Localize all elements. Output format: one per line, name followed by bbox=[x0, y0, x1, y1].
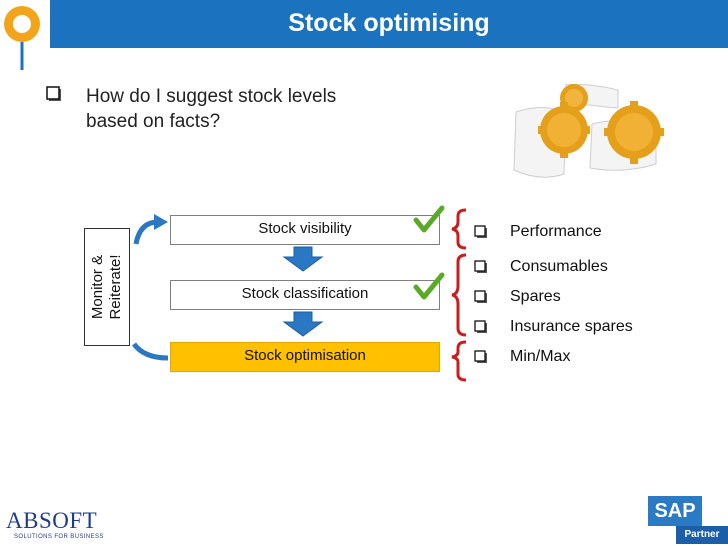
stock-optimisation-label: Stock optimisation bbox=[244, 347, 366, 364]
down-arrow-icon bbox=[282, 311, 324, 337]
page-title: Stock optimising bbox=[288, 9, 490, 37]
absoft-logo-tagline: SOLUTIONS FOR BUSINESS bbox=[14, 534, 104, 540]
down-arrow-icon bbox=[282, 246, 324, 272]
checklist-label: Performance bbox=[510, 223, 602, 240]
checklist-label: Insurance spares bbox=[510, 318, 633, 335]
checkbox-icon bbox=[474, 350, 487, 363]
checkbox-icon bbox=[474, 320, 487, 333]
sap-logo-name: SAP bbox=[648, 496, 702, 526]
bracket-icon bbox=[451, 208, 467, 250]
stock-classification-label: Stock classification bbox=[241, 285, 369, 302]
gears-diagram bbox=[513, 84, 664, 178]
checkbox-icon bbox=[474, 225, 487, 238]
monitor-box: Monitor & Reiterate! bbox=[84, 228, 130, 346]
checkmark-icon bbox=[413, 272, 445, 300]
stock-optimisation-box: Stock optimisation bbox=[170, 342, 440, 372]
checkmark-icon bbox=[413, 205, 445, 233]
stock-classification-box: Stock classification bbox=[170, 280, 440, 310]
bracket-icon bbox=[451, 340, 467, 382]
checkbox-icon bbox=[474, 260, 487, 273]
checklist-label: Min/Max bbox=[510, 348, 571, 365]
sap-partner-logo: SAP Partner bbox=[648, 496, 728, 546]
checkbox-icon bbox=[46, 86, 61, 101]
stock-visibility-box: Stock visibility bbox=[170, 215, 440, 245]
checklist-label: Consumables bbox=[510, 258, 608, 275]
location-pin-icon bbox=[4, 6, 40, 70]
stock-visibility-label: Stock visibility bbox=[258, 220, 352, 237]
curved-arrow-icon bbox=[131, 342, 169, 361]
checklist-label: Spares bbox=[510, 288, 561, 305]
checkbox-icon bbox=[474, 290, 487, 303]
sap-partner-label: Partner bbox=[676, 526, 728, 544]
absoft-logo-name: ABSOFT bbox=[6, 508, 98, 533]
absoft-logo: ABSOFT SOLUTIONS FOR BUSINESS bbox=[6, 508, 110, 542]
title-bar: Stock optimising bbox=[50, 0, 728, 48]
question-text: How do I suggest stock levels based on f… bbox=[86, 86, 337, 132]
bracket-icon bbox=[451, 253, 467, 337]
